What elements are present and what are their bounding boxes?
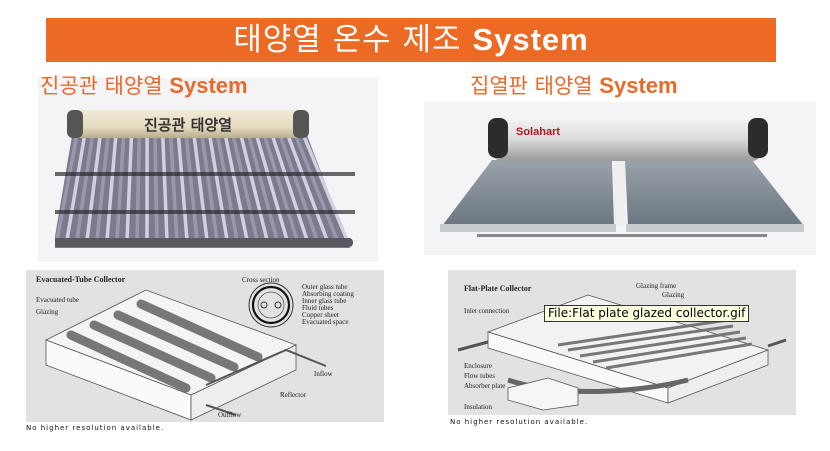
label-evacuated-space: Evacuated space [302,318,349,326]
label-glazing: Glazing [36,308,59,316]
label-inlet: Inlet connection [464,307,510,315]
vacuum-tubes [55,133,349,241]
tank-label: 진공관 태양열 [144,116,232,134]
evacuated-tube-diagram: Evacuated-Tube Collector Evacuated tube … [26,270,384,422]
label-cross-section: Cross section [242,276,280,284]
vacuum-tube [199,133,219,241]
left-diagram-caption: No higher resolution available. [26,424,165,432]
heading-korean: 집열판 태양열 [470,74,593,98]
brand-logo: Solahart [516,126,560,138]
label-absorbing: Absorbing coating [302,290,354,298]
vacuum-tube [285,133,329,241]
label-reflector: Reflector [280,391,307,399]
label-outflow: Outflow [218,411,242,419]
water-tank [67,110,307,138]
heading-english: System [599,73,678,98]
vacuum-tube [184,133,199,241]
vacuum-tube [215,133,239,241]
storage-cylinder [492,116,762,161]
flat-plate-photo: Solahart [440,116,804,237]
flat-plate-diagram: Flat-Plate Collector Glazing frame Glazi… [448,270,796,415]
vacuum-tube [153,133,159,241]
vacuum-tube [270,133,309,241]
vacuum-tube [176,133,189,241]
collector-panel-left [442,160,614,226]
label-outer-glass: Outer glass tube [302,283,348,291]
vacuum-tube [65,133,87,241]
vacuum-tube [231,133,259,241]
flat-plate-heading: 집열판 태양열 System [470,70,678,100]
label-absorber: Absorber plate [464,382,506,390]
label-evacuated-tube: Evacuated tube [36,296,79,304]
vacuum-tube [246,133,279,241]
vacuum-tube [254,133,289,241]
label-glazing: Glazing [662,291,685,299]
vacuum-tube [293,133,339,241]
vacuum-tube [55,133,79,241]
evacuated-tube-photo: 진공관 태양열 [55,110,355,248]
vacuum-tube [301,133,349,241]
vacuum-tube [125,133,134,241]
vacuum-tube [160,133,169,241]
vacuum-tube [168,133,179,241]
label-flow-tubes: Flow tubes [464,372,495,380]
title-english: System [472,22,589,57]
vacuum-tube [207,133,229,241]
file-tooltip: File:Flat plate glazed collector.gif [544,305,750,322]
diagram-title: Flat-Plate Collector [464,284,532,293]
vacuum-tube [192,133,209,241]
label-insulation: Insulation [464,403,492,411]
label-enclosure: Enclosure [464,362,492,370]
vacuum-tube [262,133,299,241]
vacuum-tube [105,133,118,241]
vacuum-tube [75,133,95,241]
label-glazing-frame: Glazing frame [636,282,677,290]
page-title: 태양열 온수 제조 System [46,18,776,62]
label-copper: Copper sheet [302,311,339,319]
collector-panel-right [625,160,804,226]
vacuum-tube [95,133,110,241]
heading-korean: 진공관 태양열 [40,74,163,98]
label-fluid-tubes: Fluid tubes [302,304,334,312]
title-banner: 태양열 온수 제조 System [46,18,776,62]
vacuum-tube [223,133,249,241]
vacuum-tube [277,133,319,241]
evacuated-tube-drawing [45,282,327,421]
vacuum-tube [135,133,142,241]
vacuum-tube [238,133,269,241]
vacuum-tube [85,133,103,241]
title-korean: 태양열 온수 제조 [233,22,462,58]
heading-english: System [169,73,248,98]
diagram-title: Evacuated-Tube Collector [36,275,126,284]
vacuum-tube [115,133,126,241]
label-inner-glass: Inner glass tube [302,297,347,305]
evacuated-tube-heading: 진공관 태양열 System [40,70,248,100]
right-diagram-caption: No higher resolution available. [450,418,589,426]
label-inflow: Inflow [314,370,333,378]
